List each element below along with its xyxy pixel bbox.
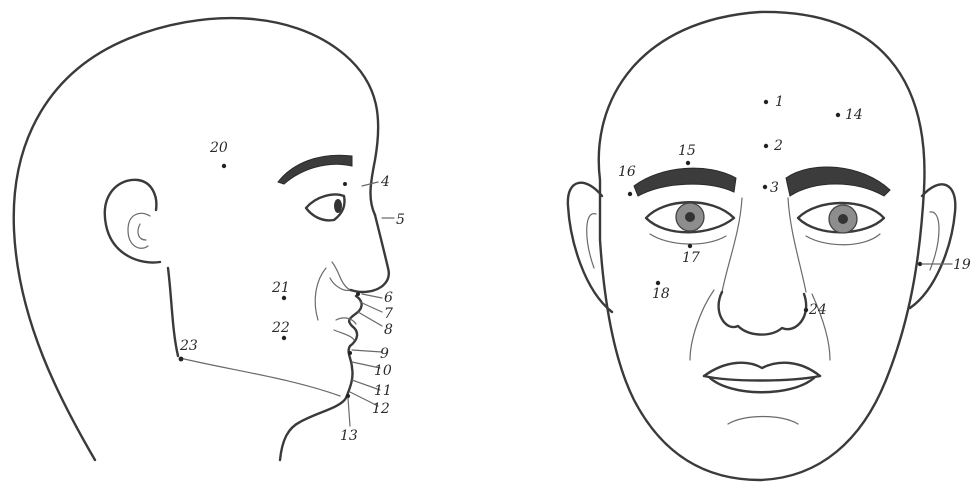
label-1: 1 bbox=[775, 94, 784, 110]
label-2: 2 bbox=[773, 138, 783, 154]
frontal-left-ear-inner bbox=[587, 214, 596, 268]
leader-13 bbox=[348, 398, 350, 426]
point-3 bbox=[763, 185, 767, 189]
frontal-right-eyebrow bbox=[786, 167, 890, 196]
profile-skull-outline bbox=[14, 18, 379, 460]
frontal-right-ear bbox=[910, 184, 955, 308]
frontal-left-eyebrow bbox=[634, 168, 736, 196]
profile-jaw-line bbox=[180, 358, 340, 396]
label-3: 3 bbox=[770, 180, 779, 196]
frontal-chin bbox=[728, 417, 798, 425]
label-16: 16 bbox=[618, 164, 636, 180]
label-18: 18 bbox=[652, 286, 670, 302]
frontal-head-outline bbox=[599, 12, 925, 480]
profile-ear-inner bbox=[128, 213, 150, 248]
label-24: 24 bbox=[808, 302, 827, 318]
label-11: 11 bbox=[374, 383, 392, 399]
frontal-right-ear-inner bbox=[930, 212, 939, 270]
point-4 bbox=[343, 182, 347, 186]
label-10: 10 bbox=[374, 363, 392, 379]
point-17 bbox=[688, 244, 692, 248]
profile-ear bbox=[105, 180, 160, 263]
point-20 bbox=[222, 164, 226, 168]
label-8: 8 bbox=[384, 322, 393, 338]
point-21 bbox=[282, 296, 286, 300]
label-17: 17 bbox=[682, 250, 700, 266]
frontal-nose-bridge bbox=[722, 198, 806, 292]
label-5: 5 bbox=[396, 212, 405, 228]
label-20: 20 bbox=[209, 140, 228, 156]
profile-eyebrow bbox=[278, 155, 352, 184]
profile-pupil bbox=[334, 199, 342, 213]
label-12: 12 bbox=[372, 401, 390, 417]
point-15 bbox=[686, 161, 690, 165]
frontal-right-pupil bbox=[838, 214, 848, 224]
frontal-face bbox=[568, 12, 955, 480]
frontal-nose-base bbox=[719, 292, 807, 335]
frontal-left-undereye bbox=[650, 234, 726, 244]
leader-8 bbox=[358, 312, 382, 326]
point-22 bbox=[282, 336, 286, 340]
frontal-labels: 1 2 3 14 15 16 17 18 19 24 bbox=[618, 94, 971, 318]
leader-7 bbox=[360, 302, 382, 312]
label-7: 7 bbox=[384, 306, 393, 322]
frontal-upper-lip bbox=[704, 363, 820, 376]
profile-points bbox=[179, 164, 360, 398]
frontal-lips-line bbox=[704, 376, 820, 381]
point-18 bbox=[656, 281, 660, 285]
label-23: 23 bbox=[179, 338, 198, 354]
label-9: 9 bbox=[380, 346, 389, 362]
profile-neck-line bbox=[168, 268, 178, 356]
label-13: 13 bbox=[340, 428, 358, 444]
label-15: 15 bbox=[678, 143, 696, 159]
profile-head bbox=[14, 18, 389, 460]
leader-9 bbox=[352, 350, 382, 352]
leader-6 bbox=[362, 294, 382, 298]
point-14 bbox=[836, 113, 840, 117]
label-4: 4 bbox=[380, 174, 390, 190]
point-2 bbox=[764, 144, 768, 148]
profile-nasolabial bbox=[315, 268, 326, 320]
point-9 bbox=[348, 351, 352, 355]
label-19: 19 bbox=[953, 257, 971, 273]
profile-lips bbox=[334, 318, 356, 340]
label-6: 6 bbox=[384, 290, 393, 306]
label-21: 21 bbox=[271, 280, 290, 296]
frontal-right-undereye bbox=[806, 234, 880, 245]
point-6 bbox=[356, 292, 360, 296]
point-23 bbox=[179, 357, 184, 362]
frontal-left-pupil bbox=[685, 212, 695, 222]
frontal-points bbox=[628, 100, 922, 312]
point-24 bbox=[804, 308, 808, 312]
profile-nostril bbox=[330, 262, 350, 290]
label-14: 14 bbox=[845, 107, 863, 123]
point-1 bbox=[764, 100, 768, 104]
point-16 bbox=[628, 192, 632, 196]
label-22: 22 bbox=[271, 320, 290, 336]
profile-face-outline bbox=[280, 215, 389, 460]
frontal-left-nasolabial bbox=[690, 290, 714, 360]
